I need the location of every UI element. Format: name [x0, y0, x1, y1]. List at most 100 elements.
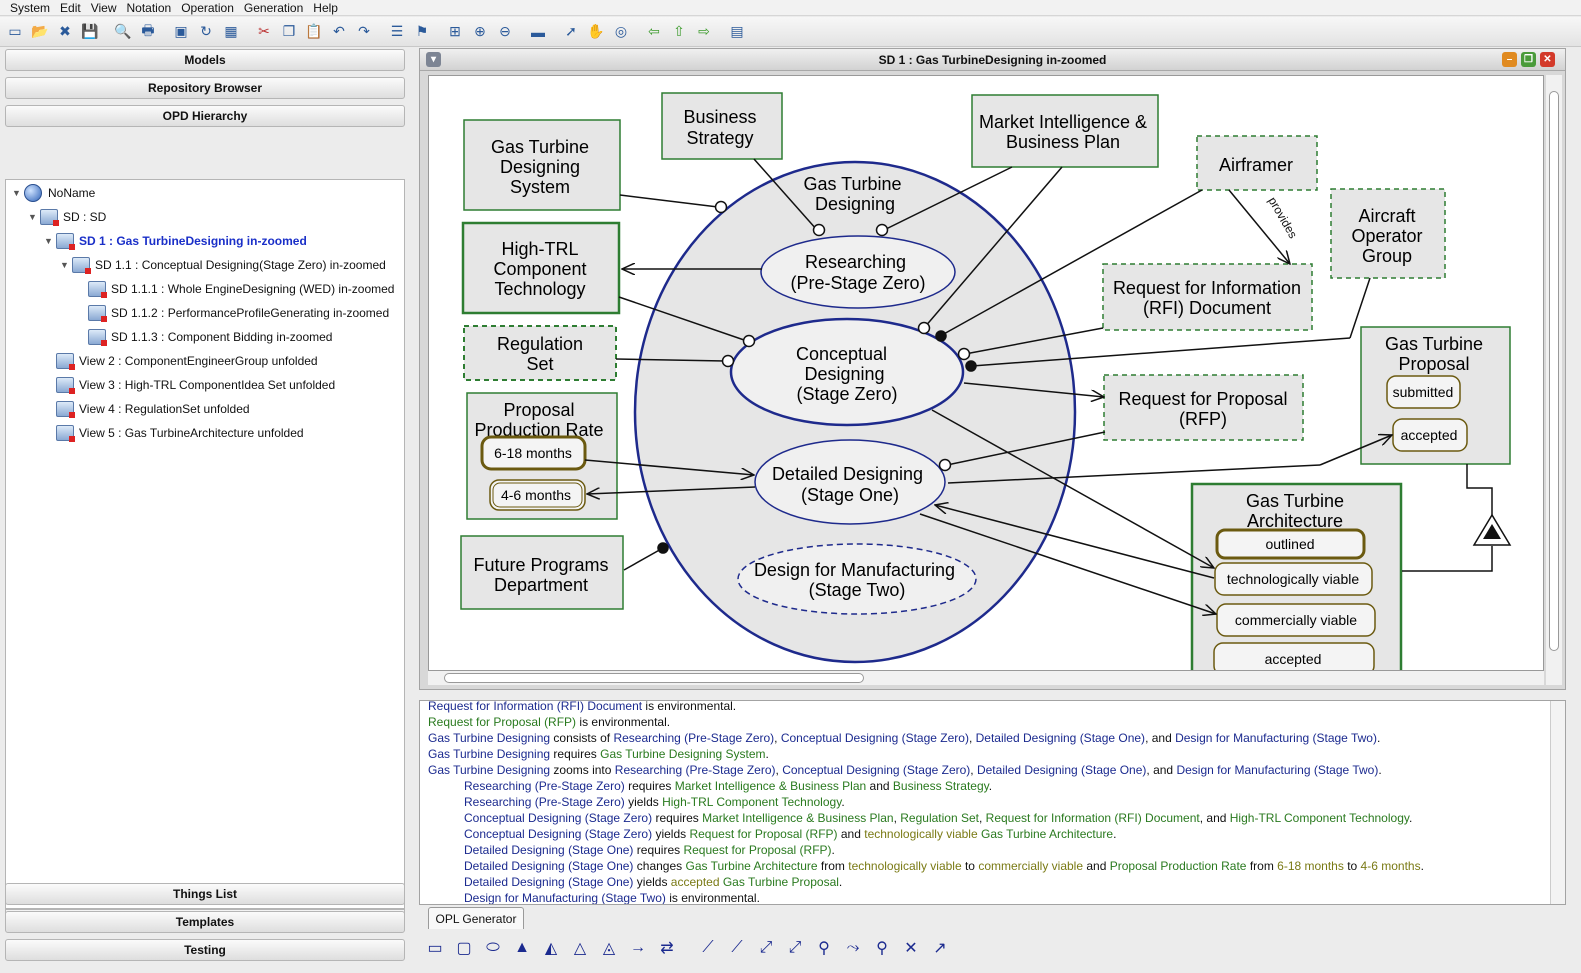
state-proposal-accepted[interactable]: accepted: [1392, 418, 1468, 452]
diagram-canvas[interactable]: Gas Turbine Designing Researching (Pre-S…: [428, 75, 1544, 671]
opl-token[interactable]: Gas Turbine Proposal: [722, 875, 839, 889]
folder-icon[interactable]: ▬: [531, 23, 545, 40]
refresh-icon[interactable]: ↻: [200, 23, 212, 39]
rfi-document-object[interactable]: Request for Information(RFI) Document: [1102, 263, 1313, 331]
rounded-rect-tool-icon[interactable]: ▢: [456, 940, 472, 957]
tree-item[interactable]: ▼SD 1 : Gas TurbineDesigning in-zoomed: [44, 231, 307, 251]
instantiation-icon[interactable]: ◬: [602, 940, 616, 957]
condition-link-icon[interactable]: ⚲: [818, 940, 830, 957]
opl-token[interactable]: Conceptual Designing (Stage Zero): [780, 731, 969, 745]
opl-token[interactable]: Detailed Designing (Stage One): [464, 875, 634, 889]
design-for-manufacturing-process[interactable]: [737, 543, 977, 615]
up-icon[interactable]: ⇧: [673, 23, 685, 39]
event-link-icon[interactable]: ⤳: [846, 939, 860, 956]
opl-token[interactable]: Detailed Designing (Stage One): [975, 731, 1146, 745]
opl-token[interactable]: Gas Turbine Designing: [428, 763, 551, 777]
tree-item[interactable]: SD 1.1.1 : Whole EngineDesigning (WED) i…: [76, 279, 394, 299]
tree-item[interactable]: ▼NoName: [12, 183, 95, 203]
opl-token[interactable]: Conceptual Designing (Stage Zero): [464, 827, 653, 841]
print-icon[interactable]: 🖶: [141, 21, 155, 38]
opl-token[interactable]: Proposal Production Rate: [1109, 859, 1247, 873]
opl-token[interactable]: Conceptual Designing (Stage Zero): [464, 811, 653, 825]
things-list-button[interactable]: Things List: [5, 883, 405, 905]
opl-token[interactable]: Gas Turbine Architecture: [685, 859, 818, 873]
tab-opl-generator[interactable]: OPL Generator: [428, 907, 524, 929]
opl-token[interactable]: Gas Turbine Designing: [428, 731, 551, 745]
copy-image-icon[interactable]: ▣: [174, 23, 188, 39]
menu-view[interactable]: View: [90, 0, 117, 15]
opl-token[interactable]: Market Intelligence & Business Plan: [702, 811, 894, 825]
pointer-icon[interactable]: ➚: [565, 23, 577, 39]
stamp-icon[interactable]: ⚑: [415, 23, 429, 39]
opl-token[interactable]: Researching (Pre-Stage Zero): [614, 763, 776, 777]
tree-item[interactable]: ▼SD : SD: [28, 207, 106, 227]
tree-item[interactable]: View 5 : Gas TurbineArchitecture unfolde…: [44, 423, 304, 443]
window-menu-icon[interactable]: ▾: [426, 52, 441, 67]
cut-icon[interactable]: ✂: [258, 23, 270, 39]
opl-token[interactable]: Request for Proposal (RFP): [689, 827, 838, 841]
undo-icon[interactable]: ↶: [333, 23, 345, 39]
expand-toggle-icon[interactable]: ▼: [60, 260, 69, 270]
redo-icon[interactable]: ↷: [358, 23, 370, 39]
tree-item[interactable]: SD 1.1.2 : PerformanceProfileGenerating …: [76, 303, 389, 323]
rfp-object[interactable]: Request for Proposal(RFP): [1103, 374, 1304, 441]
opl-token[interactable]: Request for Proposal (RFP): [683, 843, 832, 857]
maximize-icon[interactable]: ❐: [1521, 52, 1536, 67]
airframer-object[interactable]: Airframer: [1196, 135, 1318, 191]
market-intelligence-object[interactable]: Market Intelligence &Business Plan: [971, 94, 1159, 168]
result-link-icon[interactable]: ↗: [933, 940, 947, 957]
opl-token[interactable]: High-TRL Component Technology: [662, 795, 842, 809]
researching-process[interactable]: [760, 235, 956, 309]
opl-token[interactable]: technologically viable: [864, 827, 978, 841]
state-6-18-months[interactable]: 6-18 months: [480, 435, 587, 471]
opl-token[interactable]: Detailed Designing (Stage One): [464, 843, 634, 857]
menu-system[interactable]: System: [10, 0, 51, 15]
opl-token[interactable]: technologically viable: [848, 859, 962, 873]
forward-icon[interactable]: ⇨: [698, 23, 710, 39]
ellipse-tool-icon[interactable]: ⬭: [486, 939, 500, 956]
opl-token[interactable]: Request for Information (RFI) Document: [428, 700, 643, 713]
close-icon[interactable]: ✖: [59, 23, 71, 39]
invocation-link-icon[interactable]: ⚲: [876, 940, 888, 957]
properties-icon[interactable]: ☰: [390, 23, 404, 39]
repository-browser-button[interactable]: Repository Browser: [5, 77, 405, 99]
expand-toggle-icon[interactable]: ▼: [44, 236, 53, 246]
state-technologically-viable[interactable]: technologically viable: [1214, 562, 1373, 596]
exhibition-icon[interactable]: ◭: [544, 940, 558, 957]
opl-token[interactable]: Regulation Set: [900, 811, 979, 825]
open-icon[interactable]: 📂: [31, 23, 49, 39]
search-icon[interactable]: ◎: [614, 23, 628, 39]
panel-splitter[interactable]: [410, 48, 418, 973]
opl-token[interactable]: Researching (Pre-Stage Zero): [613, 731, 775, 745]
state-architecture-accepted[interactable]: accepted: [1213, 642, 1375, 671]
grid-icon[interactable]: ▤: [730, 23, 744, 39]
expand-toggle-icon[interactable]: ▼: [28, 212, 37, 222]
opl-token[interactable]: High-TRL Component Technology: [1229, 811, 1409, 825]
opl-token[interactable]: Business Strategy: [892, 779, 989, 793]
opl-token[interactable]: Detailed Designing (Stage One): [464, 859, 634, 873]
opd-hierarchy-button[interactable]: OPD Hierarchy: [5, 105, 405, 127]
models-button[interactable]: Models: [5, 49, 405, 71]
detailed-designing-process[interactable]: [754, 439, 946, 525]
opd-diagram[interactable]: Gas Turbine Designing Researching (Pre-S…: [429, 76, 1544, 671]
tree-item[interactable]: View 3 : High-TRL ComponentIdea Set unfo…: [44, 375, 335, 395]
menu-generation[interactable]: Generation: [243, 0, 304, 15]
opl-token[interactable]: accepted: [670, 875, 720, 889]
opl-token[interactable]: Researching (Pre-Stage Zero): [464, 795, 625, 809]
bidirectional-link-icon[interactable]: ⇄: [660, 940, 674, 957]
opl-scrollbar[interactable]: [1550, 701, 1565, 904]
instrument-link-icon[interactable]: ⟋: [731, 939, 743, 956]
opl-token[interactable]: Design for Manufacturing (Stage Two): [1176, 763, 1379, 777]
new-icon[interactable]: ▭: [8, 23, 22, 39]
opl-token[interactable]: Design for Manufacturing (Stage Two): [1175, 731, 1377, 745]
opl-token[interactable]: Gas Turbine Designing System: [600, 747, 766, 761]
opl-token[interactable]: Design for Manufacturing (Stage Two): [464, 891, 666, 905]
opl-token[interactable]: Request for Information (RFI) Document: [985, 811, 1200, 825]
zoom-out-icon[interactable]: ⊖: [499, 23, 511, 39]
zoom-in-icon[interactable]: ⊕: [474, 23, 486, 39]
